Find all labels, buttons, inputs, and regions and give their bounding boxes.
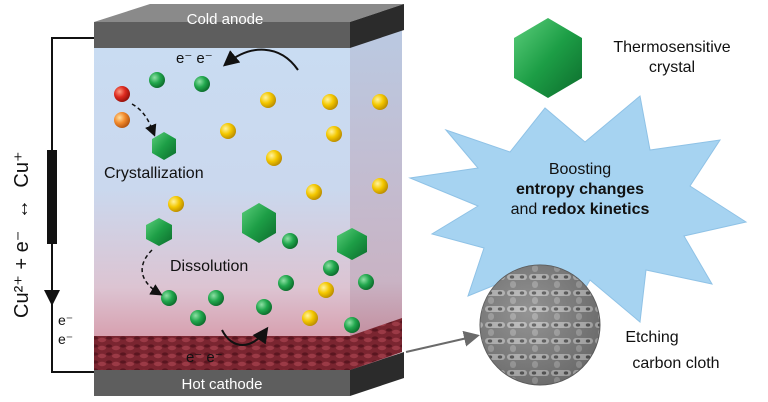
- external-circuit: e⁻ e⁻: [44, 37, 94, 373]
- cathode-electron-arrow: [221, 326, 269, 346]
- cu-ion-green: [278, 275, 294, 291]
- legend-crystal-label-2: crystal: [649, 59, 695, 76]
- cu-ion-green: [149, 72, 165, 88]
- legend-crystal-hexagon: [514, 18, 582, 98]
- cu-ion-green: [282, 233, 298, 249]
- crystal-hexagon: [152, 132, 176, 160]
- cloth-label-1: Etching: [625, 329, 678, 346]
- cu-ion-green: [190, 310, 206, 326]
- boost-starburst: Boosting entropy changes and redox kinet…: [408, 95, 748, 333]
- cu-ion-yellow: [266, 150, 282, 166]
- cu-ion-yellow: [372, 178, 388, 194]
- cu-ion-green: [344, 317, 360, 333]
- circuit-wire-bottom: [51, 244, 94, 373]
- hot-cathode: Hot cathode: [94, 352, 404, 396]
- wire-electron-2: e⁻: [58, 331, 73, 347]
- equation-rhs: Cu⁺: [11, 151, 33, 187]
- cathode-side-face: [350, 352, 404, 396]
- anode-top-face: [94, 4, 404, 22]
- anode-front-face: [94, 22, 350, 48]
- starburst-line-3-bold: redox kinetics: [542, 201, 650, 218]
- crystal-hexagon: [146, 218, 172, 246]
- cathode-electrons: e⁻ e⁻: [186, 349, 223, 366]
- cu-ion-yellow: [306, 184, 322, 200]
- equation-text: Cu²⁺ + e⁻ ↔ Cu⁺: [11, 151, 33, 318]
- cu-ion-yellow: [168, 196, 184, 212]
- cloth-pointer-arrow: [405, 330, 480, 353]
- circuit-wire-top: [51, 37, 94, 150]
- cu-ion-yellow: [220, 123, 236, 139]
- equation-lhs: Cu²⁺ + e⁻: [11, 231, 33, 318]
- legend-crystal-label-1: Thermosensitive: [613, 39, 730, 56]
- cu-ion-yellow: [260, 92, 276, 108]
- crystal-hexagon-large: [242, 203, 276, 243]
- crystallization-label: Crystallization: [104, 165, 204, 182]
- carbon-cloth-zoom: Etching carbon cloth: [405, 264, 720, 386]
- equation-arrow: ↔: [11, 199, 33, 219]
- cathode-label: Hot cathode: [182, 376, 263, 393]
- cu2-ion: [114, 86, 130, 102]
- starburst-line-1: Boosting: [549, 161, 611, 178]
- wire-electron-1: e⁻: [58, 312, 73, 328]
- crystal-hexagon: [337, 228, 367, 260]
- cu-ion-green: [323, 260, 339, 276]
- anode-electron-arrow: [222, 48, 299, 71]
- redox-equation: Cu²⁺ + e⁻ ↔ Cu⁺: [11, 151, 33, 318]
- cu-ion-green: [161, 290, 177, 306]
- starburst-line-3: and redox kinetics: [511, 201, 650, 218]
- crystallization-arrow: [131, 103, 157, 137]
- cu-ion-yellow: [322, 94, 338, 110]
- anode-label: Cold anode: [187, 11, 264, 28]
- load-resistor: [47, 150, 57, 244]
- cold-anode: Cold anode: [94, 4, 404, 48]
- dissolution-label: Dissolution: [170, 258, 248, 275]
- cu-ion-yellow: [302, 310, 318, 326]
- cu-ion-green: [256, 299, 272, 315]
- cu-ion-green: [358, 274, 374, 290]
- anode-electrons: e⁻ e⁻: [176, 50, 213, 67]
- cu-ion-yellow: [326, 126, 342, 142]
- crystals: [146, 132, 367, 260]
- cloth-label-2: carbon cloth: [632, 355, 719, 372]
- cell: [94, 10, 402, 372]
- cu-ion-yellow: [372, 94, 388, 110]
- legend-crystal: Thermosensitive crystal: [514, 18, 731, 98]
- ions: [114, 72, 388, 333]
- cathode-front-face: [94, 370, 350, 396]
- cu-ion-green: [194, 76, 210, 92]
- anode-side-face: [350, 4, 404, 48]
- starburst-shape: [408, 95, 748, 333]
- cu-ion-yellow: [318, 282, 334, 298]
- starburst-line-2: entropy changes: [516, 181, 644, 198]
- starburst-line-3-pre: and: [511, 201, 542, 218]
- cloth-zoom-shade: [480, 265, 600, 385]
- cu2-ion-orange: [114, 112, 130, 128]
- cu-ion-green: [208, 290, 224, 306]
